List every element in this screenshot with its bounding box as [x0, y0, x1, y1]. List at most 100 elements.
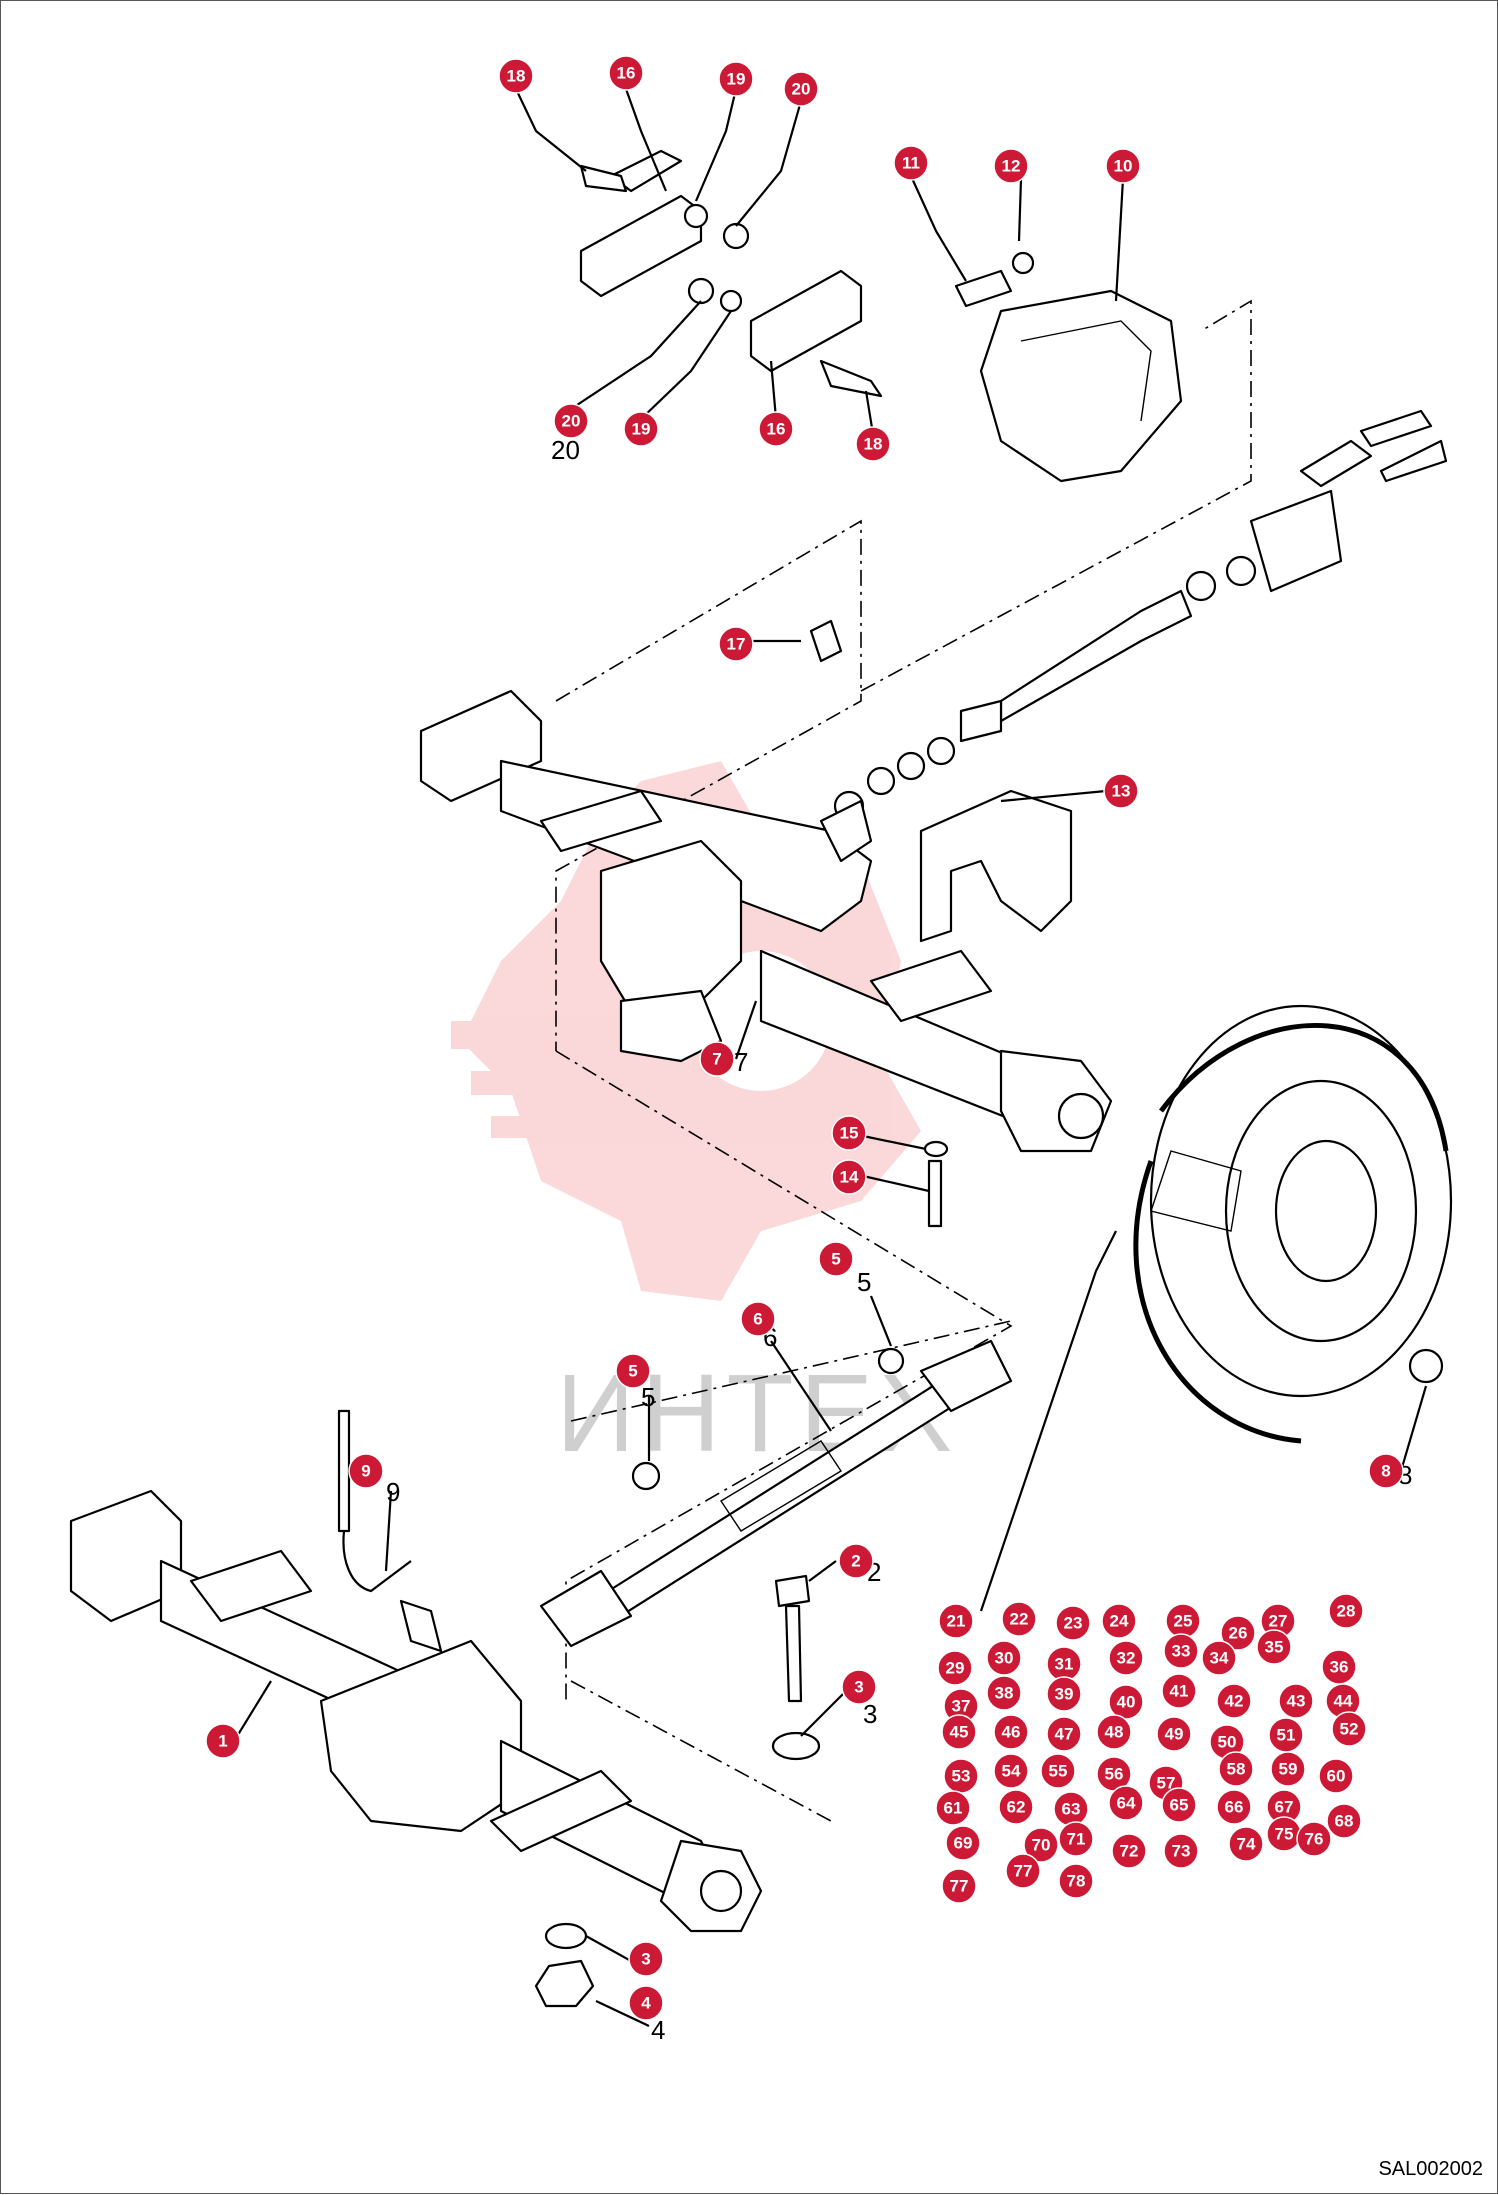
callout-55[interactable]: 55	[1040, 1753, 1076, 1789]
callout-76[interactable]: 76	[1296, 1821, 1332, 1857]
callout-77[interactable]: 77	[941, 1868, 977, 1904]
plain-number: 9	[386, 1477, 400, 1507]
callout-16[interactable]: 16	[608, 55, 644, 91]
callout-74[interactable]: 74	[1228, 1826, 1264, 1862]
callout-16[interactable]: 16	[758, 411, 794, 447]
callout-circle	[986, 1675, 1022, 1711]
callout-7[interactable]: 7	[699, 1041, 735, 1077]
callout-28[interactable]: 28	[1328, 1593, 1364, 1629]
callout-43[interactable]: 43	[1278, 1683, 1314, 1719]
callout-49[interactable]: 49	[1156, 1716, 1192, 1752]
callout-12[interactable]: 12	[993, 148, 1029, 184]
callout-5[interactable]: 5	[818, 1241, 854, 1277]
callout-32[interactable]: 32	[1108, 1640, 1144, 1676]
callout-2[interactable]: 2	[838, 1543, 874, 1579]
callout-circle	[986, 1640, 1022, 1676]
callout-56[interactable]: 56	[1096, 1756, 1132, 1792]
callout-30[interactable]: 30	[986, 1640, 1022, 1676]
callout-54[interactable]: 54	[993, 1753, 1029, 1789]
callout-45[interactable]: 45	[941, 1714, 977, 1750]
callout-17[interactable]: 17	[718, 626, 754, 662]
wheel-tire	[1133, 1004, 1453, 1444]
callout-18[interactable]: 18	[855, 426, 891, 462]
callout-13[interactable]: 13	[1103, 773, 1139, 809]
callout-14[interactable]: 14	[831, 1159, 867, 1195]
callout-38[interactable]: 38	[986, 1675, 1022, 1711]
callout-5[interactable]: 5	[615, 1353, 651, 1389]
mounting-bracket-upper	[579, 149, 750, 298]
callout-46[interactable]: 46	[993, 1714, 1029, 1750]
callout-48[interactable]: 48	[1096, 1714, 1132, 1750]
callout-8[interactable]: 8	[1368, 1453, 1404, 1489]
callout-20[interactable]: 20	[783, 71, 819, 107]
callout-50[interactable]: 50	[1209, 1724, 1245, 1760]
callout-label: 60	[1327, 1767, 1346, 1786]
callout-10[interactable]: 10	[1105, 148, 1141, 184]
callout-66[interactable]: 66	[1216, 1789, 1252, 1825]
callout-circle	[1328, 1593, 1364, 1629]
callout-78[interactable]: 78	[1058, 1863, 1094, 1899]
callout-20[interactable]: 20	[553, 403, 589, 439]
callout-33[interactable]: 33	[1163, 1633, 1199, 1669]
callout-11[interactable]: 11	[893, 145, 929, 181]
callout-58[interactable]: 58	[1218, 1751, 1254, 1787]
callout-61[interactable]: 61	[935, 1790, 971, 1826]
callout-67[interactable]: 67	[1266, 1789, 1302, 1825]
callout-circle	[1111, 1833, 1147, 1869]
callout-label: 67	[1275, 1798, 1294, 1817]
callout-73[interactable]: 73	[1163, 1833, 1199, 1869]
callout-label: 62	[1007, 1798, 1026, 1817]
callout-59[interactable]: 59	[1270, 1751, 1306, 1787]
callout-70[interactable]: 70	[1023, 1827, 1059, 1863]
callout-label: 71	[1067, 1830, 1086, 1849]
callout-51[interactable]: 51	[1268, 1717, 1304, 1753]
callout-37[interactable]: 37	[943, 1688, 979, 1724]
callout-label: 77	[950, 1877, 969, 1896]
plain-number: 5	[641, 1382, 655, 1412]
callout-64[interactable]: 64	[1108, 1785, 1144, 1821]
callout-41[interactable]: 41	[1161, 1673, 1197, 1709]
callout-6[interactable]: 6	[740, 1301, 776, 1337]
callout-25[interactable]: 25	[1165, 1603, 1201, 1639]
callout-68[interactable]: 68	[1326, 1803, 1362, 1839]
callout-47[interactable]: 47	[1046, 1716, 1082, 1752]
callout-3[interactable]: 3	[841, 1669, 877, 1705]
callout-label: 52	[1340, 1720, 1359, 1739]
callout-9[interactable]: 9	[348, 1453, 384, 1489]
callout-29[interactable]: 29	[937, 1650, 973, 1686]
callout-42[interactable]: 42	[1216, 1683, 1252, 1719]
callout-26[interactable]: 26	[1220, 1615, 1256, 1651]
callout-18[interactable]: 18	[498, 58, 534, 94]
callout-62[interactable]: 62	[998, 1789, 1034, 1825]
callout-circle	[1163, 1633, 1199, 1669]
callout-circle	[1156, 1716, 1192, 1752]
callout-19[interactable]: 19	[718, 61, 754, 97]
callout-4[interactable]: 4	[628, 1985, 664, 2021]
callout-3[interactable]: 3	[628, 1941, 664, 1977]
callout-39[interactable]: 39	[1046, 1676, 1082, 1712]
callout-71[interactable]: 71	[1058, 1821, 1094, 1857]
callout-22[interactable]: 22	[1001, 1601, 1037, 1637]
callout-24[interactable]: 24	[1101, 1603, 1137, 1639]
callout-1[interactable]: 1	[205, 1723, 241, 1759]
callout-21[interactable]: 21	[938, 1603, 974, 1639]
callout-60[interactable]: 60	[1318, 1758, 1354, 1794]
callout-52[interactable]: 52	[1331, 1711, 1367, 1747]
callout-31[interactable]: 31	[1046, 1646, 1082, 1682]
callout-circle	[938, 1603, 974, 1639]
callout-35[interactable]: 35	[1256, 1629, 1292, 1665]
callout-69[interactable]: 69	[945, 1825, 981, 1861]
callout-34[interactable]: 34	[1201, 1640, 1237, 1676]
callout-53[interactable]: 53	[943, 1758, 979, 1794]
callout-15[interactable]: 15	[831, 1115, 867, 1151]
callout-36[interactable]: 36	[1321, 1649, 1357, 1685]
callout-40[interactable]: 40	[1108, 1684, 1144, 1720]
callout-65[interactable]: 65	[1161, 1787, 1197, 1823]
callout-72[interactable]: 72	[1111, 1833, 1147, 1869]
callout-75[interactable]: 75	[1266, 1816, 1302, 1852]
callout-77[interactable]: 77	[1005, 1853, 1041, 1889]
callout-23[interactable]: 23	[1055, 1605, 1091, 1641]
callout-19[interactable]: 19	[623, 411, 659, 447]
callout-63[interactable]: 63	[1053, 1791, 1089, 1827]
